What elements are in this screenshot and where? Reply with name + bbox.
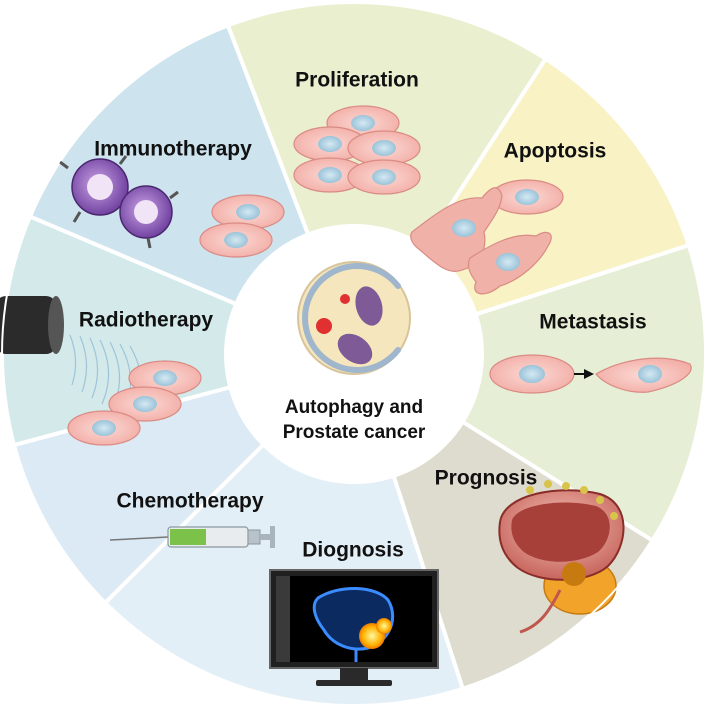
diagnosis-label: Diognosis bbox=[302, 538, 404, 562]
center-title-line2: Prostate cancer bbox=[282, 422, 426, 443]
diagnosis-monitor-icon bbox=[269, 569, 439, 686]
radiotherapy-label: Radiotherapy bbox=[78, 308, 214, 332]
proliferation-cells-icon bbox=[293, 105, 421, 195]
center-title: Autophagy and Prostate cancer bbox=[283, 395, 426, 445]
chemotherapy-label: Chemotherapy bbox=[116, 489, 264, 513]
prostate-organ-icon bbox=[498, 480, 625, 634]
immune-cells-icon bbox=[59, 155, 285, 258]
center-title-line1: Autophagy and bbox=[284, 397, 424, 418]
metastasis-label: Metastasis bbox=[539, 310, 647, 334]
autophagosome-icon bbox=[297, 261, 411, 375]
syringe-icon bbox=[109, 526, 275, 548]
radiotherapy-icon bbox=[0, 296, 202, 446]
apoptosis-cells-icon bbox=[410, 179, 564, 295]
prognosis-label: Prognosis bbox=[434, 466, 538, 490]
metastasis-cells-icon bbox=[489, 354, 692, 394]
apoptosis-label: Apoptosis bbox=[503, 139, 607, 163]
proliferation-label: Proliferation bbox=[295, 68, 419, 92]
immunotherapy-label: Immunotherapy bbox=[94, 137, 252, 161]
